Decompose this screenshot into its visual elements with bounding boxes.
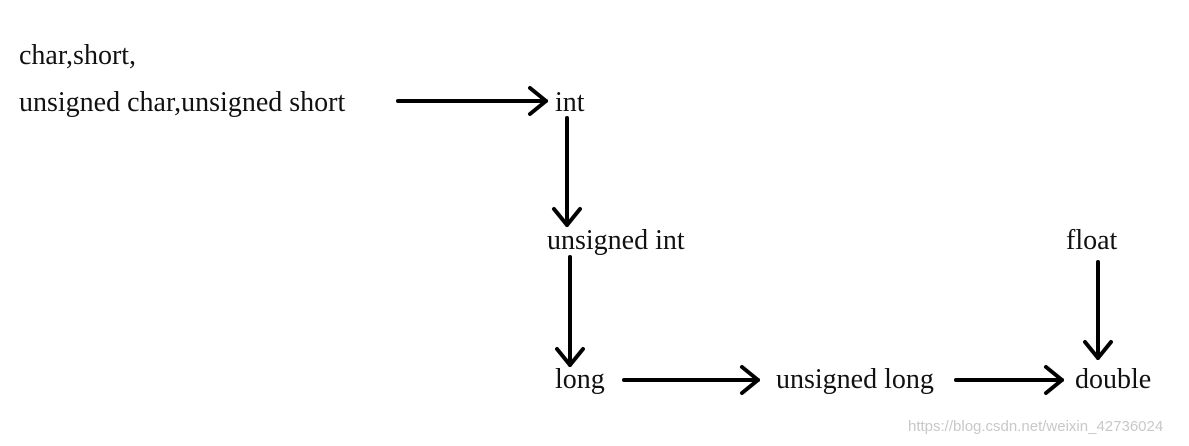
arrow-unsigned-char-short-to-int [396, 86, 548, 116]
node-unsigned-int: unsigned int [547, 225, 685, 256]
node-float: float [1066, 225, 1118, 256]
node-unsigned-long: unsigned long [776, 364, 934, 395]
arrow-unsigned-long-to-double [954, 365, 1064, 395]
watermark: https://blog.csdn.net/weixin_42736024 [908, 418, 1164, 435]
node-double: double [1075, 364, 1152, 395]
node-int: int [555, 87, 585, 118]
node-char-short: char,short, [19, 40, 137, 71]
arrow-unsigned-int-to-long [555, 255, 585, 367]
arrow-float-to-double [1083, 260, 1113, 360]
arrow-int-to-unsigned-int [552, 116, 582, 227]
node-unsigned-char-short: unsigned char,unsigned short [19, 87, 346, 118]
node-long: long [555, 364, 605, 395]
arrow-long-to-unsigned-long [622, 365, 760, 395]
